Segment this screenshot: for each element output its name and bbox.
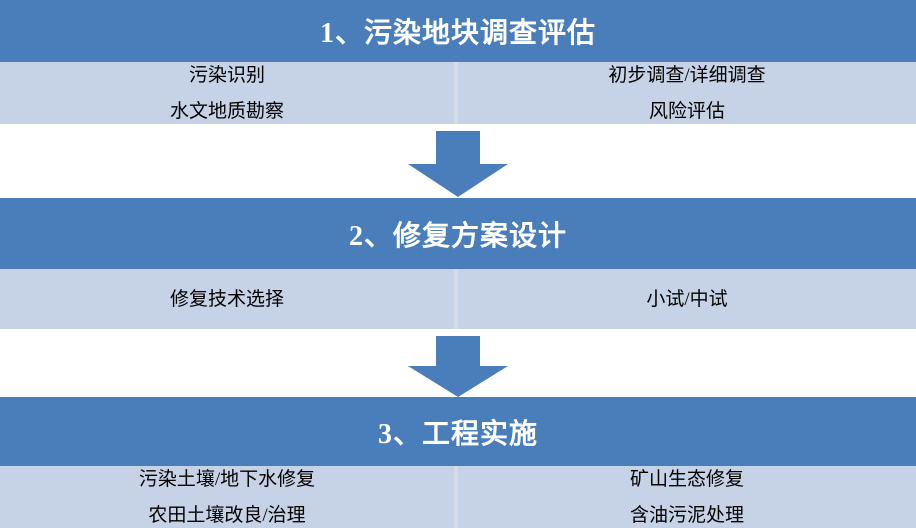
stage-1-body: 污染识别 水文地质勘察 初步调查/详细调查 风险评估 [0,62,916,124]
stage-2-title: 2、修复方案设计 [348,220,567,252]
stage-2-body: 修复技术选择 小试/中试 [0,269,916,329]
stage-3-body: 污染土壤/地下水修复 农田土壤改良/治理 矿山生态修复 含油污泥处理 [0,466,916,528]
stage-3-title: 3、工程实施 [377,418,538,450]
down-arrow-icon [408,336,508,397]
stage-1-title: 1、污染地块调查评估 [319,18,596,49]
arrow-stage1-to-stage2-icon [407,131,509,198]
stage-1-right-column: 初步调查/详细调查 风险评估 [458,62,916,124]
stage-3-left-item-1: 污染土壤/地下水修复 [138,468,316,490]
stage-1-left-item-2: 水文地质勘察 [169,100,284,122]
stage-2-left-column: 修复技术选择 [0,269,458,329]
stage-2-left-item-1: 修复技术选择 [169,288,284,310]
stage-2-header: 2、修复方案设计 [0,198,916,269]
stage-1-left-item-1: 污染识别 [188,64,265,86]
stage-2-right-column: 小试/中试 [458,269,916,329]
stage-1-header: 1、污染地块调查评估 [0,0,916,62]
stage-3-left-item-2: 农田土壤改良/治理 [148,504,306,526]
stage-1-left-column: 污染识别 水文地质勘察 [0,62,458,124]
down-arrow-icon [408,131,508,197]
stage-1-right-item-2: 风险评估 [648,100,725,122]
stage-3-left-column: 污染土壤/地下水修复 农田土壤改良/治理 [0,466,458,528]
stage-1-right-item-1: 初步调查/详细调查 [608,64,766,86]
stage-3-right-item-2: 含油污泥处理 [629,504,744,526]
arrow-stage2-to-stage3-icon [407,336,509,398]
stage-3-header: 3、工程实施 [0,397,916,466]
stage-3-right-column: 矿山生态修复 含油污泥处理 [458,466,916,528]
stage-3-right-item-1: 矿山生态修复 [629,468,744,490]
stage-2-right-item-1: 小试/中试 [646,288,728,310]
